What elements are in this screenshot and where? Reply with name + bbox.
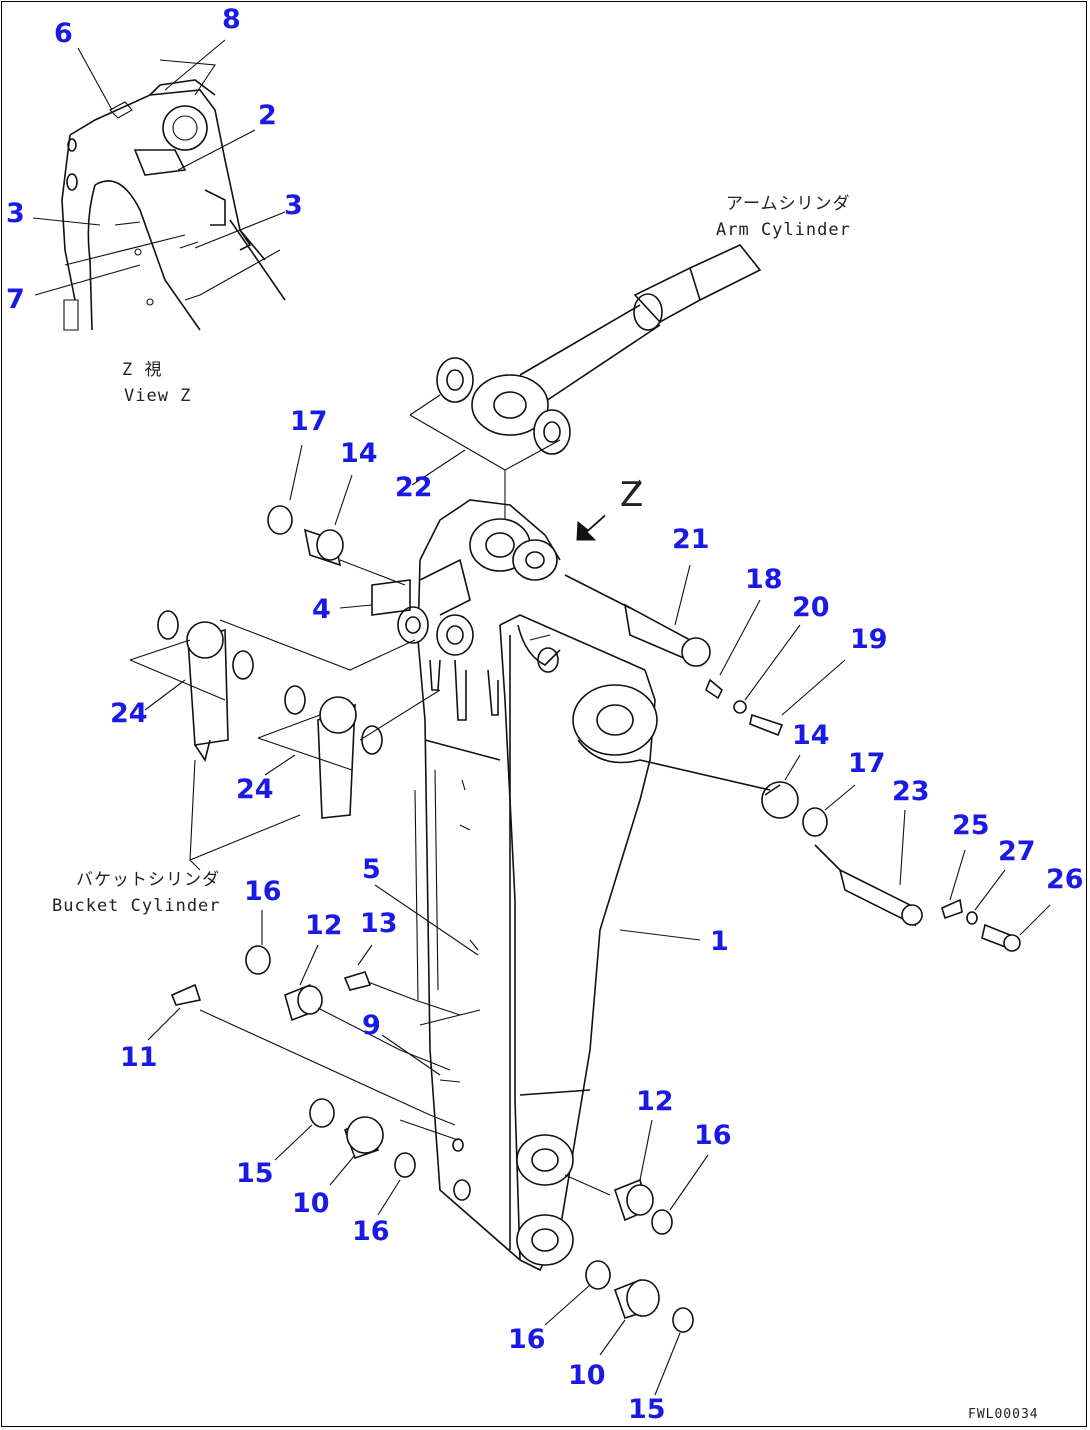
bucket-cylinder-label-en: Bucket Cylinder: [52, 896, 221, 916]
arm-body: [397, 499, 658, 1272]
callout-23: 23: [892, 776, 930, 807]
callout-21: 21: [672, 524, 710, 555]
drawing-code: FWL00034: [968, 1407, 1039, 1422]
callout-19: 19: [850, 624, 888, 655]
callout-24b: 24: [236, 774, 274, 805]
callout-16d: 16: [508, 1324, 546, 1355]
callout-26: 26: [1046, 864, 1084, 895]
pins-right: [564, 574, 1021, 952]
view-z-inset: [32, 39, 286, 331]
callout-17b: 17: [848, 748, 886, 779]
callout-16c: 16: [352, 1216, 390, 1247]
callout-9: 9: [362, 1010, 381, 1041]
callout-7: 7: [6, 284, 25, 315]
callout-3a: 3: [6, 198, 25, 229]
callout-12b: 12: [636, 1086, 674, 1117]
callout-14a: 14: [340, 438, 378, 469]
callout-18: 18: [745, 564, 783, 595]
callout-27: 27: [998, 836, 1036, 867]
callout-20: 20: [792, 592, 830, 623]
callout-10b: 10: [568, 1360, 606, 1391]
bucket-cylinder-links: [129, 610, 441, 871]
callout-12a: 12: [305, 910, 343, 941]
callout-1: 1: [710, 926, 729, 957]
callout-4: 4: [312, 594, 331, 625]
z-view-arrow: [576, 514, 606, 541]
view-z-label-jp: Z 視: [122, 360, 163, 380]
callout-13: 13: [360, 908, 398, 939]
arm-cylinder: [409, 244, 762, 520]
bucket-cylinder-label-jp: バケットシリンダ: [76, 870, 220, 890]
arm-cylinder-label-jp: アームシリンダ: [726, 194, 851, 214]
callout-5: 5: [362, 854, 381, 885]
z-marker: Z: [620, 475, 644, 515]
callout-2: 2: [258, 100, 277, 131]
callout-15a: 15: [236, 1158, 274, 1189]
callout-17a: 17: [290, 406, 328, 437]
callout-11: 11: [120, 1042, 158, 1073]
leader-lines: [144, 444, 1051, 1396]
bushings-top-left: [267, 505, 411, 616]
lower-parts: [170, 945, 694, 1333]
callout-16a: 16: [244, 876, 282, 907]
callout-22: 22: [395, 472, 433, 503]
callout-16b: 16: [694, 1120, 732, 1151]
callout-3b: 3: [284, 190, 303, 221]
callout-15b: 15: [628, 1394, 666, 1425]
callout-14b: 14: [792, 720, 830, 751]
callout-10a: 10: [292, 1188, 330, 1219]
callout-24a: 24: [110, 698, 148, 729]
view-z-label-en: View Z: [124, 386, 192, 406]
arm-cylinder-label-en: Arm Cylinder: [716, 220, 851, 240]
callout-8: 8: [222, 4, 241, 35]
callout-6: 6: [54, 18, 73, 49]
callout-25: 25: [952, 810, 990, 841]
